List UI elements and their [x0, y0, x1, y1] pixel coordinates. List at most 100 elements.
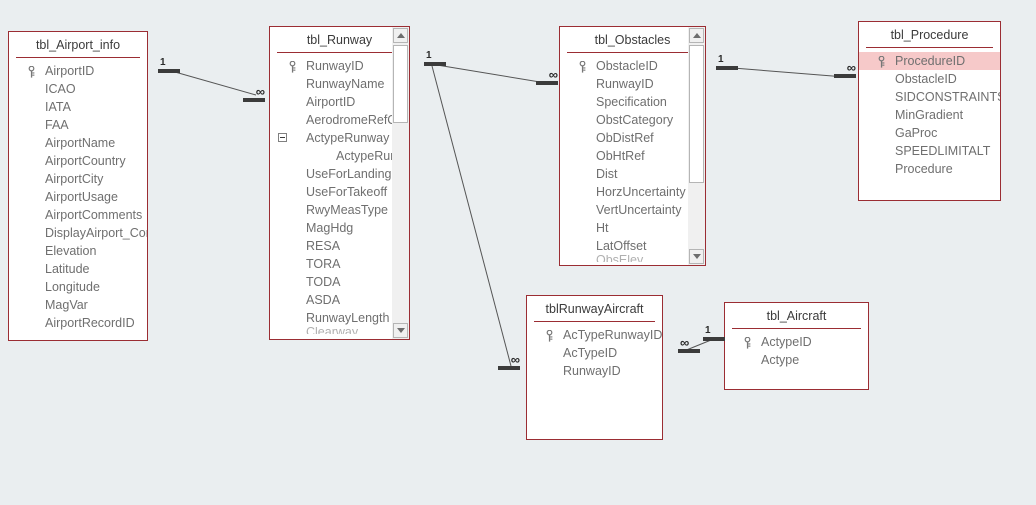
field-row[interactable]: DisplayAirport_Comm: [9, 224, 147, 242]
scroll-down-arrow-icon[interactable]: [393, 323, 408, 338]
field-row[interactable]: ActypeID: [725, 333, 868, 351]
scrollbar-thumb[interactable]: [393, 45, 408, 123]
field-row[interactable]: TORA: [270, 255, 409, 273]
cardinality-marker: 1: [424, 51, 446, 66]
marker-bar: [158, 69, 180, 73]
field-row[interactable]: Latitude: [9, 260, 147, 278]
field-row[interactable]: AirportRecordID: [9, 314, 147, 332]
field-label: ObHtRef: [596, 149, 645, 163]
field-row[interactable]: ActypeRunway: [270, 129, 409, 147]
scroll-up-arrow-icon[interactable]: [393, 28, 408, 43]
field-row[interactable]: Ht: [560, 219, 705, 237]
field-row[interactable]: HorzUncertainty: [560, 183, 705, 201]
vertical-scrollbar[interactable]: [392, 27, 409, 339]
field-label: SIDCONSTRAINTSCO: [895, 90, 1000, 104]
field-row[interactable]: ObHtRef: [560, 147, 705, 165]
field-row[interactable]: ObstCategory: [560, 111, 705, 129]
field-row[interactable]: GaProc: [859, 124, 1000, 142]
field-row[interactable]: Clearway: [270, 327, 409, 334]
cardinality-marker: ∞: [498, 353, 520, 370]
field-row[interactable]: Dist: [560, 165, 705, 183]
field-row[interactable]: ObstacleID: [859, 70, 1000, 88]
field-row[interactable]: AirportCountry: [9, 152, 147, 170]
marker-bar: [716, 66, 738, 70]
field-row[interactable]: VertUncertainty: [560, 201, 705, 219]
field-row[interactable]: MagVar: [9, 296, 147, 314]
field-row[interactable]: RunwayID: [560, 75, 705, 93]
field-row[interactable]: Elevation: [9, 242, 147, 260]
field-row[interactable]: ASDA: [270, 291, 409, 309]
field-row[interactable]: AirportComments: [9, 206, 147, 224]
field-row[interactable]: ProcedureID: [859, 52, 1000, 70]
one-symbol: 1: [705, 325, 711, 336]
field-row[interactable]: UseForTakeoff: [270, 183, 409, 201]
field-row[interactable]: Longitude: [9, 278, 147, 296]
field-row[interactable]: MagHdg: [270, 219, 409, 237]
field-row[interactable]: ObstacleID: [560, 57, 705, 75]
one-symbol: 1: [160, 57, 166, 68]
field-row[interactable]: IATA: [9, 98, 147, 116]
table-title[interactable]: tbl_Airport_info: [16, 32, 140, 58]
field-row[interactable]: Specification: [560, 93, 705, 111]
scrollbar-thumb[interactable]: [689, 45, 704, 183]
field-row[interactable]: RunwayID: [270, 57, 409, 75]
table-title[interactable]: tbl_Aircraft: [732, 303, 861, 329]
field-row[interactable]: Procedure: [859, 160, 1000, 178]
relationship-line-rel-runway-runwayaircraft[interactable]: [431, 65, 512, 367]
field-row[interactable]: FAA: [9, 116, 147, 134]
field-label: RunwayID: [563, 364, 621, 378]
field-row[interactable]: MinGradient: [859, 106, 1000, 124]
scroll-up-arrow-icon[interactable]: [689, 28, 704, 43]
field-label: AirportComments: [45, 208, 143, 222]
field-row[interactable]: RwyMeasType: [270, 201, 409, 219]
cardinality-marker: ∞: [536, 68, 558, 85]
field-row[interactable]: ActypeRunwa: [270, 147, 409, 165]
field-row[interactable]: ICAO: [9, 80, 147, 98]
field-row[interactable]: AcTypeID: [527, 344, 662, 362]
field-row[interactable]: SIDCONSTRAINTSCO: [859, 88, 1000, 106]
field-row[interactable]: AirportUsage: [9, 188, 147, 206]
field-row[interactable]: AirportCity: [9, 170, 147, 188]
field-row[interactable]: AerodromeRefCo: [270, 111, 409, 129]
field-label: ActypeRunway: [306, 131, 390, 145]
relationship-line-rel-runway-obstacles[interactable]: [436, 64, 547, 84]
marker-bar: [703, 337, 725, 341]
field-label: ActypeRunwa: [336, 149, 409, 163]
field-row[interactable]: ObDistRef: [560, 129, 705, 147]
field-row[interactable]: RunwayLength: [270, 309, 409, 327]
table-title[interactable]: tbl_Procedure: [866, 22, 993, 48]
field-label: RwyMeasType: [306, 203, 388, 217]
collapse-minus-icon[interactable]: [278, 133, 287, 142]
field-row[interactable]: TODA: [270, 273, 409, 291]
field-row[interactable]: Actype: [725, 351, 868, 369]
field-label: HorzUncertainty: [596, 185, 686, 199]
field-row[interactable]: SPEEDLIMITALT: [859, 142, 1000, 160]
field-row[interactable]: UseForLanding: [270, 165, 409, 183]
field-row[interactable]: AcTypeRunwayID: [527, 326, 662, 344]
field-row[interactable]: AirportID: [270, 93, 409, 111]
field-row[interactable]: ObsElev: [560, 255, 705, 262]
field-row[interactable]: RunwayName: [270, 75, 409, 93]
table-title[interactable]: tblRunwayAircraft: [534, 296, 655, 322]
field-row[interactable]: AirportID: [9, 62, 147, 80]
table-title[interactable]: tbl_Obstacles: [567, 27, 698, 53]
many-symbol: ∞: [255, 84, 265, 99]
field-label: VertUncertainty: [596, 203, 682, 217]
table-title[interactable]: tbl_Runway: [277, 27, 402, 53]
field-row[interactable]: RESA: [270, 237, 409, 255]
field-row[interactable]: LatOffset: [560, 237, 705, 255]
field-row[interactable]: AirportName: [9, 134, 147, 152]
scroll-down-arrow-icon[interactable]: [689, 249, 704, 264]
relationship-line-rel-obstacles-procedure[interactable]: [732, 67, 846, 78]
vertical-scrollbar[interactable]: [688, 27, 705, 265]
field-row[interactable]: RunwayID: [527, 362, 662, 380]
